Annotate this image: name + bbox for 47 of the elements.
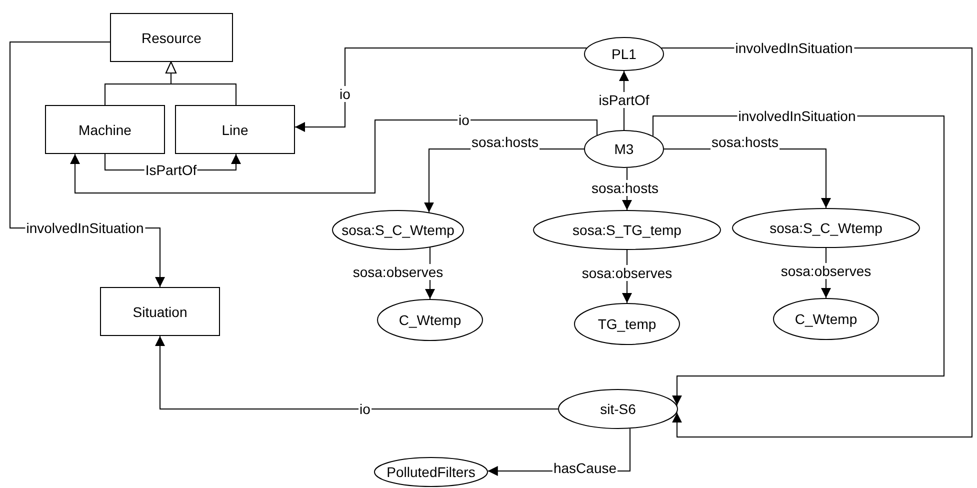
edge-label: IsPartOf (144, 162, 198, 178)
node-label: sosa:S_TG_temp (572, 222, 682, 238)
instance-ellipse (558, 389, 678, 429)
edge-label: hasCause (552, 460, 618, 476)
node-label: Situation (132, 304, 188, 320)
node-label: Resource (142, 30, 202, 46)
arrow (155, 336, 558, 410)
edge-label: io (458, 112, 470, 128)
edge-label: sosa:observes (352, 264, 444, 280)
instance-ellipse (773, 298, 879, 340)
instance-ellipse (574, 303, 680, 345)
node-label: TG_temp (598, 316, 656, 332)
edge-label: isPartOf (598, 92, 650, 108)
node-label: M3 (614, 141, 634, 157)
edge-label: sosa:observes (580, 265, 674, 281)
instance-ellipse (584, 37, 664, 71)
instance-ellipse (584, 130, 664, 168)
edge-label: io (338, 86, 352, 102)
inheritance-arrow (166, 62, 236, 106)
edge-label: involvedInSituation (737, 108, 857, 124)
arrow (294, 48, 588, 132)
instance-ellipse (377, 299, 483, 341)
node-label: sosa:S_C_Wtemp (770, 220, 882, 236)
instance-ellipse (533, 210, 721, 250)
instance-ellipse (732, 208, 920, 248)
node-label: PollutedFilters (386, 464, 476, 480)
edge-label: involvedInSituation (734, 40, 854, 56)
instance-ellipse (374, 457, 488, 487)
node-label: sosa:S_C_Wtemp (342, 222, 454, 238)
node-label: PL1 (612, 46, 636, 62)
node-label: sit-S6 (600, 401, 636, 417)
node-label: C_Wtemp (398, 312, 462, 328)
edge-label: sosa:hosts (470, 134, 540, 150)
arrow (70, 120, 598, 194)
class-box (45, 105, 165, 154)
class-box (100, 287, 220, 336)
node-label: Line (222, 122, 248, 138)
class-box (110, 13, 233, 62)
node-label: Machine (78, 122, 132, 138)
node-label: C_Wtemp (794, 311, 858, 327)
edge-label: sosa:hosts (590, 180, 660, 196)
class-box (175, 105, 295, 154)
edge-label: sosa:observes (780, 263, 872, 279)
edge-label: sosa:hosts (710, 134, 780, 150)
edge-label: io (358, 401, 372, 417)
instance-ellipse (332, 210, 464, 250)
edge-label: involvedInSituation (25, 220, 145, 236)
